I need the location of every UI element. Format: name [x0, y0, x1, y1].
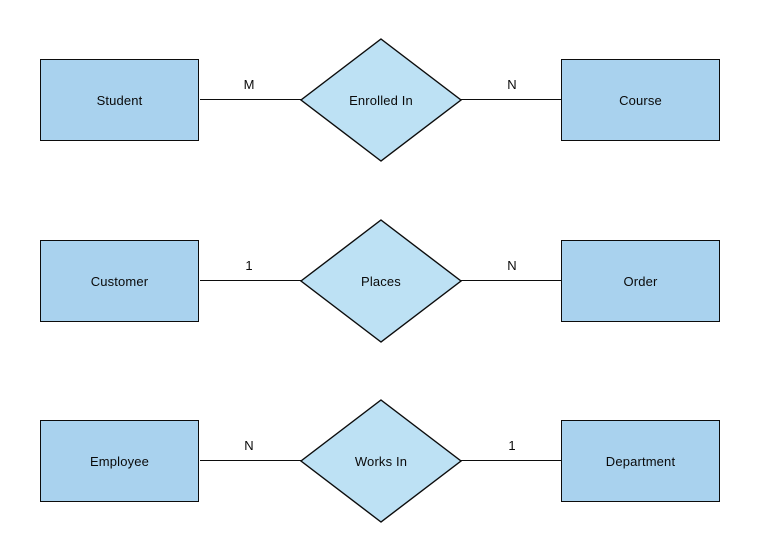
entity-label: Order: [623, 273, 658, 289]
connector-line-right: [461, 99, 562, 101]
er-relationship-row: Customer 1 Places N Order: [0, 211, 761, 351]
connector-line-right: [461, 280, 562, 282]
connector-line-left: [200, 280, 301, 282]
entity-label: Student: [96, 92, 143, 108]
cardinality-label-right: N: [507, 258, 517, 273]
connector-line-left: [200, 99, 301, 101]
cardinality-label-left: N: [244, 438, 254, 453]
entity-student[interactable]: Student: [40, 59, 199, 141]
diamond-shape: [300, 38, 462, 162]
connector-line-left: [200, 460, 301, 462]
relationship-places[interactable]: Places: [300, 219, 462, 343]
entity-department[interactable]: Department: [561, 420, 720, 502]
entity-customer[interactable]: Customer: [40, 240, 199, 322]
entity-order[interactable]: Order: [561, 240, 720, 322]
entity-label: Employee: [89, 453, 149, 469]
cardinality-label-left: 1: [245, 258, 253, 273]
relationship-works-in[interactable]: Works In: [300, 399, 462, 523]
cardinality-label-left: M: [243, 77, 255, 92]
entity-label: Customer: [90, 273, 149, 289]
relationship-enrolled-in[interactable]: Enrolled In: [300, 38, 462, 162]
diamond-shape: [300, 399, 462, 523]
er-relationship-row: Student M Enrolled In N Course: [0, 30, 761, 170]
cardinality-label-right: 1: [508, 438, 516, 453]
entity-label: Course: [619, 92, 662, 108]
connector-line-right: [461, 460, 562, 462]
entity-label: Department: [605, 453, 676, 469]
cardinality-label-right: N: [507, 77, 517, 92]
entity-course[interactable]: Course: [561, 59, 720, 141]
entity-employee[interactable]: Employee: [40, 420, 199, 502]
diamond-shape: [300, 219, 462, 343]
er-relationship-row: Employee N Works In 1 Department: [0, 391, 761, 531]
